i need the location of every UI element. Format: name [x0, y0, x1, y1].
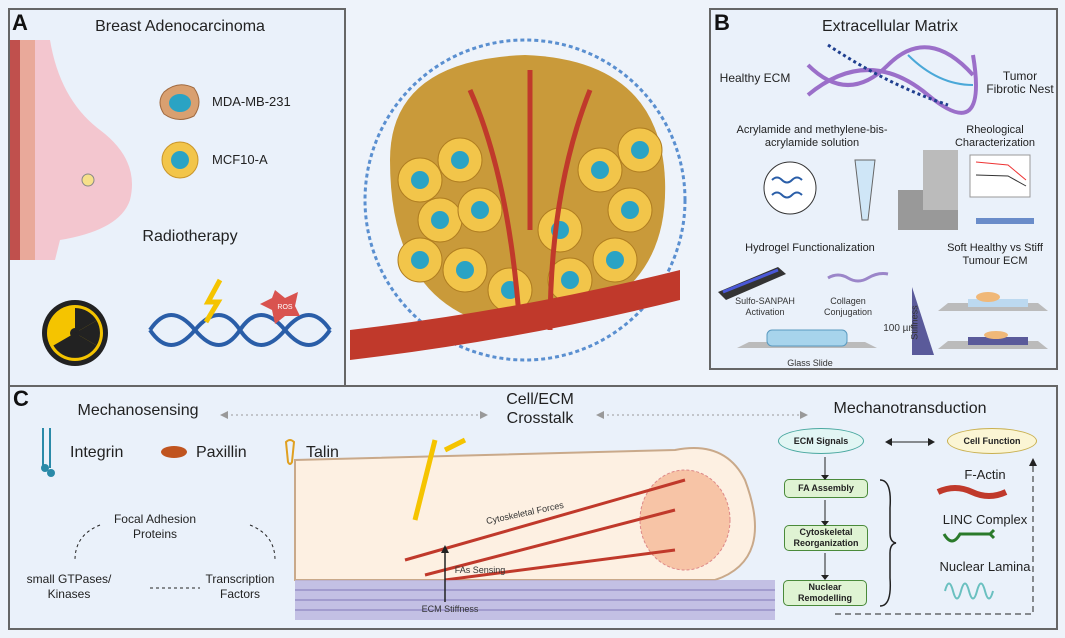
mcf10a-label: MCF10-A [212, 152, 268, 167]
f-actin-label: F-Actin [964, 467, 1006, 482]
feedback-dashed-arrow [835, 458, 1037, 615]
ros-label: ROS [277, 304, 293, 311]
cytoskeletal-reorganization-box: Cytoskeletal Reorganization [784, 525, 868, 551]
paxillin-label: Paxillin [196, 444, 247, 461]
breast-illustration [10, 40, 132, 260]
stiffness-label: Stiffness [909, 305, 920, 340]
stiffness-gradient [912, 287, 934, 355]
fa-assembly-box: FA Assembly [784, 479, 868, 498]
nuclear-remodelling-box: Nuclear Remodelling [783, 580, 867, 606]
radiotherapy-label: Radiotherapy [142, 228, 238, 245]
double-arrow [885, 438, 935, 446]
ecm-fibers-illustration [806, 43, 978, 115]
cell-ecm-illustration [294, 437, 775, 620]
acrylamide-label: Acrylamide and methylene-bis-acrylamide … [736, 124, 888, 149]
fa-sensing-label: FAs Sensing [454, 565, 506, 575]
dotted-arrow-right [596, 411, 808, 419]
soft-stiff-substrates [938, 292, 1048, 349]
healthy-ecm-label: Healthy ECM [719, 71, 791, 85]
collagen-fiber-icon [827, 272, 889, 283]
crosstalk-label: Cell/ECM Crosstalk [506, 391, 574, 427]
transcription-factors-label: Transcription Factors [205, 572, 275, 601]
tumor-illustration [350, 38, 687, 362]
nuclear-lamina-label: Nuclear Lamina [939, 559, 1031, 574]
linc-complex-icon [942, 528, 996, 543]
panel-a-letter: A [12, 10, 28, 35]
tumor-fibrotic-nest-label: Tumor Fibrotic Nest [986, 69, 1054, 96]
gtpases-label: small GTPases/ Kinases [26, 572, 112, 601]
polymer-tube-illustration [763, 159, 876, 221]
integrin-label: Integrin [70, 444, 124, 461]
panel-b-letter: B [714, 10, 730, 35]
ecm-signals-node: ECM Signals [778, 428, 864, 454]
nuclear-lamina-icon [944, 582, 994, 600]
cell-function-node: Cell Function [947, 428, 1037, 454]
mda-mb-231-label: MDA-MB-231 [212, 94, 291, 109]
paxillin-icon [161, 446, 187, 458]
hydrogel-label: Hydrogel Functionalization [745, 242, 875, 254]
panel-c-letter: C [13, 386, 29, 411]
uv-lamp-icon [718, 267, 786, 300]
glass-slide-label: Glass Slide [787, 358, 833, 368]
dotted-arrow-left [220, 411, 488, 419]
brace [879, 479, 897, 607]
mechanotransduction-label: Mechanotransduction [833, 400, 987, 417]
flow-arrows [821, 457, 829, 580]
rheometer-illustration [898, 150, 1034, 230]
integrin-icon [41, 428, 55, 477]
panel-b-title: Extracellular Matrix [821, 18, 959, 35]
focal-adhesion-label: Focal Adhesion Proteins [113, 512, 197, 541]
mcf10a-cell [161, 141, 199, 179]
soft-vs-stiff-label: Soft Healthy vs Stiff Tumour ECM [947, 242, 1043, 267]
talin-label: Talin [306, 444, 339, 461]
sulfo-sanpah-label: Sulfo-SANPAH Activation [735, 296, 795, 317]
mechanosensing-label: Mechanosensing [77, 402, 199, 419]
mda-mb-231-cell [159, 84, 200, 120]
talin-icon [284, 439, 296, 465]
collagen-label: Collagen Conjugation [823, 296, 873, 317]
thickness-label: 100 µm [883, 323, 917, 334]
rheological-label: Rheological Characterization [954, 124, 1036, 149]
linc-complex-label: LINC Complex [942, 512, 1028, 527]
ecm-stiffness-label: ECM Stiffness [421, 604, 479, 614]
radiation-icon [42, 300, 108, 366]
panel-a-title: Breast Adenocarcinoma [95, 18, 265, 35]
hydrogel-slide-illustration [737, 329, 877, 348]
dna-damage-illustration [148, 278, 332, 347]
f-actin-icon [936, 485, 1008, 499]
pathway-arrows [74, 524, 276, 589]
